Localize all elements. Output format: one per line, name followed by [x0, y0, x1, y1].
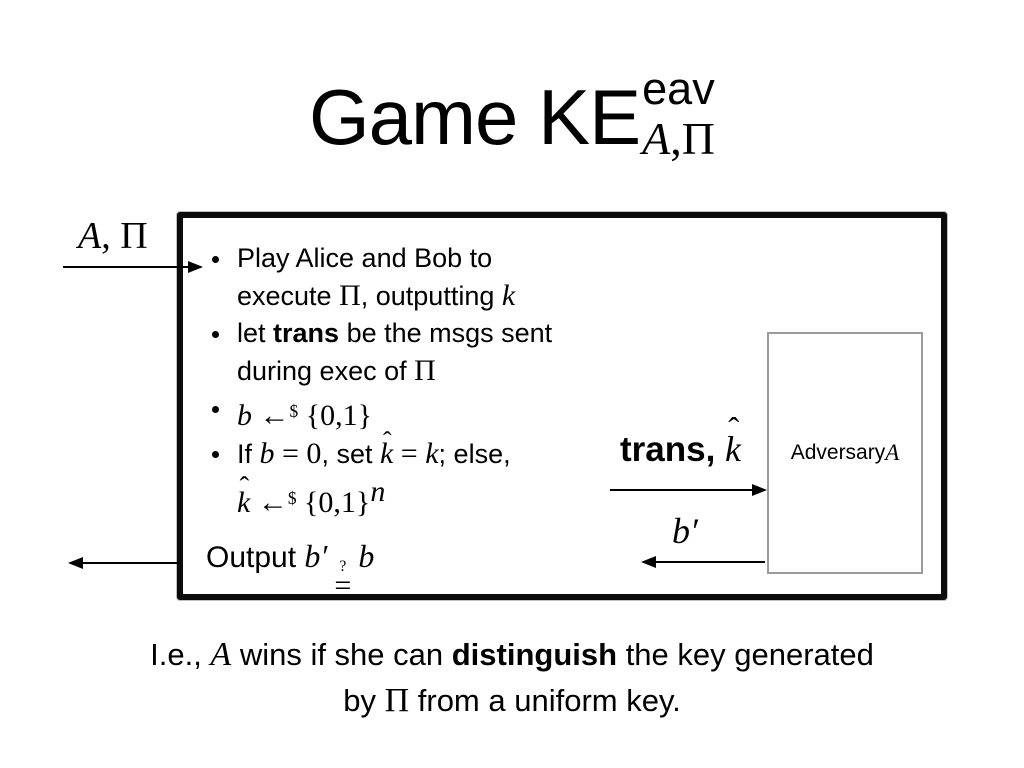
step-text: , set — [321, 439, 380, 469]
step-text: be the msgs sent — [339, 318, 553, 348]
hat-accent: ˆ — [728, 410, 740, 448]
script-a-symbol: A — [642, 113, 671, 164]
trans-keyword: trans — [273, 318, 340, 348]
pi-symbol: Π — [414, 354, 436, 387]
input-arrow — [63, 266, 201, 268]
bullet-icon — [212, 451, 219, 458]
distinguish-keyword: distinguish — [451, 637, 618, 672]
k-symbol: k — [379, 437, 394, 470]
k-symbol: k — [501, 279, 516, 312]
b-symbol: b — [358, 538, 375, 574]
caption-text: by — [343, 683, 385, 718]
pi-symbol: Π — [384, 682, 410, 719]
title-main: Game KE — [309, 73, 641, 161]
random-arrow: ← — [250, 486, 288, 519]
b-symbol: b — [237, 399, 252, 432]
formula-sample-b: b ←$ {0,1} — [237, 399, 372, 432]
question-mark: ? — [339, 557, 347, 575]
b-symbol: b — [259, 437, 275, 470]
k-symbol: k — [237, 486, 251, 519]
hat-accent: ˆ — [383, 425, 392, 455]
script-a-symbol: A — [885, 440, 900, 465]
equals-zero: = 0 — [274, 437, 322, 470]
step-sample-b: b ←$ {0,1} — [237, 390, 372, 435]
title-subscript-pi: ,Π — [670, 113, 715, 164]
title-superscript: eav — [642, 63, 715, 114]
adversary-box: Adversary A — [767, 332, 923, 574]
random-arrow: ← — [252, 399, 290, 432]
bit-set: {0,1} — [296, 486, 371, 519]
step-text: , outputting — [360, 281, 502, 311]
script-a-symbol: A — [210, 636, 232, 673]
bit-set: {0,1} — [298, 399, 373, 432]
b-prime-symbol: b′ — [304, 538, 328, 574]
title-subscript: A,Π — [642, 116, 715, 162]
trans-keyword: trans, — [620, 430, 726, 469]
hat-accent: ˆ — [239, 472, 250, 504]
k-symbol: k — [425, 437, 439, 470]
list-item: b ←$ {0,1} — [212, 390, 642, 435]
equals-sign: = — [393, 437, 426, 470]
step-text: If — [237, 439, 260, 469]
caption-text: wins if she can — [231, 637, 452, 672]
questioned-equals: ?= — [334, 557, 352, 603]
input-label: A, Π — [78, 214, 148, 258]
dollar-superscript: $ — [289, 400, 299, 421]
adversary-label: Adversary — [790, 441, 886, 464]
step-text: execute — [237, 281, 340, 311]
game-steps-list: Play Alice and Bob to execute Π, outputt… — [212, 240, 642, 522]
output-line: Output b′?=b — [206, 538, 374, 601]
list-item: Play Alice and Bob to execute Π, outputt… — [212, 240, 642, 315]
bullet-icon — [212, 406, 219, 413]
dollar-superscript: $ — [287, 487, 297, 508]
script-a-symbol: A — [78, 215, 102, 257]
output-text: Output — [206, 541, 305, 574]
game-box — [177, 212, 947, 600]
k-symbol: k — [725, 429, 742, 469]
title-supsub: eav A,Π — [642, 66, 715, 162]
b-prime-arrow — [643, 561, 765, 563]
bullet-icon — [212, 331, 219, 338]
bullet-icon — [212, 256, 219, 263]
step-text: let — [237, 318, 274, 348]
n-exponent: n — [370, 475, 386, 508]
caption-text: the key generated — [617, 637, 874, 672]
step-transcript: let trans be the msgs sent during exec o… — [237, 315, 552, 390]
page-title: Game KE eav A,Π — [0, 66, 1024, 162]
b-prime-label: b′ — [672, 511, 698, 551]
trans-khat-arrow — [610, 489, 765, 491]
caption-text: I.e., — [150, 637, 211, 672]
step-text: during exec of — [237, 356, 415, 386]
equals-sign: = — [334, 569, 352, 603]
caption-text: from a uniform key. — [409, 683, 681, 718]
input-label-pi: , Π — [101, 215, 148, 257]
output-arrow — [70, 562, 180, 564]
pi-symbol: Π — [339, 279, 361, 312]
step-text: ; else, — [438, 439, 511, 469]
step-text: Play Alice and Bob to — [237, 243, 493, 273]
step-play-alice-bob: Play Alice and Bob to execute Π, outputt… — [237, 240, 515, 315]
caption: I.e., A wins if she can distinguish the … — [0, 632, 1024, 724]
list-item: let trans be the msgs sent during exec o… — [212, 315, 642, 390]
